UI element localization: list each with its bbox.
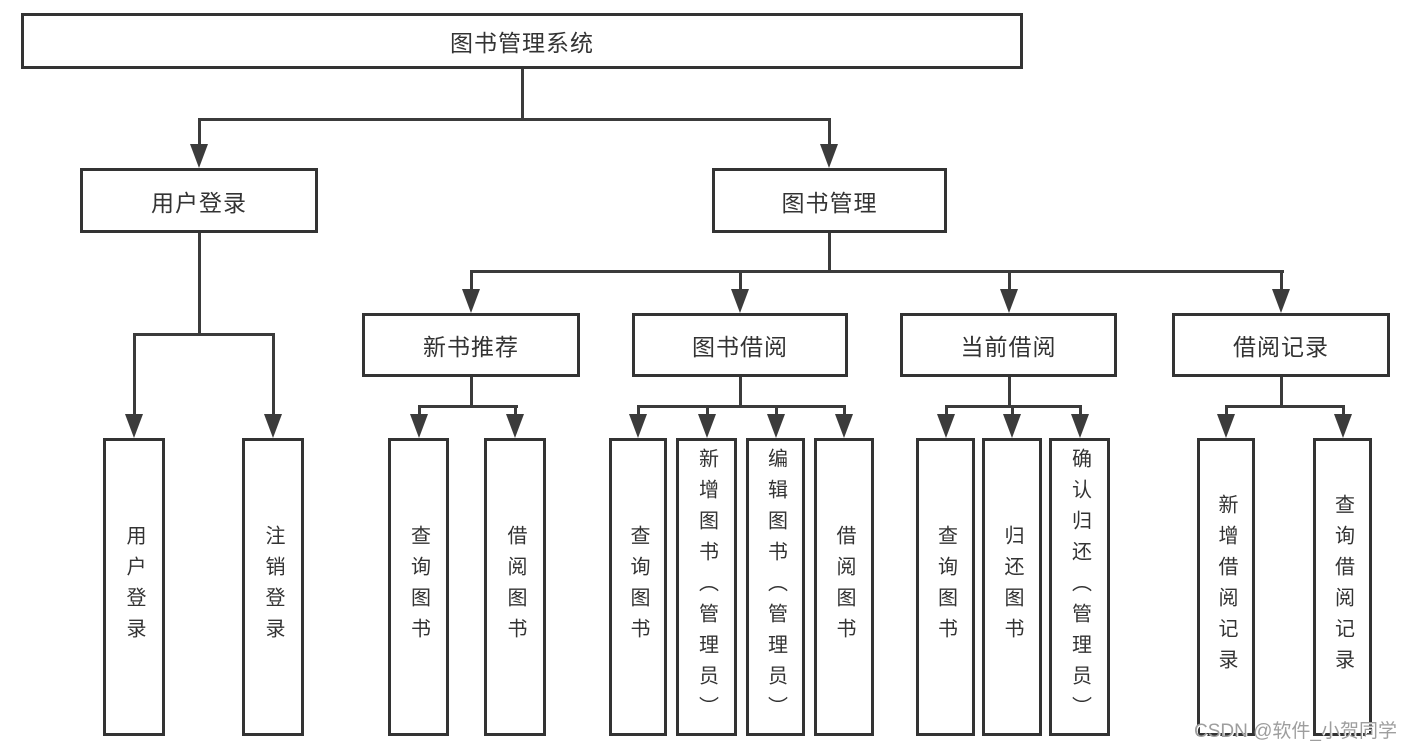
leaf-add-borrowing-record: 新增借阅记录 bbox=[1197, 438, 1255, 736]
connector-stem bbox=[637, 405, 640, 417]
csdn-watermark: CSDN @软件_小贺同学 bbox=[1194, 721, 1397, 742]
arrowhead-icon bbox=[1071, 414, 1089, 438]
connector-level2-split bbox=[198, 118, 831, 121]
connector-stem bbox=[1225, 405, 1228, 417]
arrowhead-icon bbox=[1003, 414, 1021, 438]
connector-stem bbox=[418, 405, 421, 417]
connector-book-management-trunk bbox=[828, 233, 831, 273]
leaf-edit-books-admin: 编辑图书（管理员） bbox=[746, 438, 805, 736]
arrowhead-icon bbox=[1000, 289, 1018, 313]
leaf-return-books: 归还图书 bbox=[982, 438, 1042, 736]
arrowhead-icon bbox=[506, 414, 524, 438]
arrowhead-icon bbox=[1272, 289, 1290, 313]
connector-stem bbox=[470, 270, 473, 292]
connector-split bbox=[1225, 405, 1345, 408]
arrowhead-icon bbox=[410, 414, 428, 438]
connector-trunk bbox=[1280, 377, 1283, 408]
node-borrowing-records: 借阅记录 bbox=[1172, 313, 1390, 377]
arrowhead-icon bbox=[731, 289, 749, 313]
leaf-logout: 注销登录 bbox=[242, 438, 304, 736]
connector-stem bbox=[739, 270, 742, 292]
connector-stem bbox=[1008, 270, 1011, 292]
leaf-query-books: 查询图书 bbox=[916, 438, 975, 736]
arrowhead-icon bbox=[835, 414, 853, 438]
leaf-borrow-books: 借阅图书 bbox=[814, 438, 874, 736]
leaf-user-login: 用户登录 bbox=[103, 438, 165, 736]
connector-level3-split bbox=[470, 270, 1284, 273]
leaf-query-books: 查询图书 bbox=[609, 438, 667, 736]
arrowhead-icon bbox=[264, 414, 282, 438]
arrowhead-icon bbox=[698, 414, 716, 438]
node-book-management: 图书管理 bbox=[712, 168, 947, 233]
connector-stem-user-login bbox=[198, 118, 201, 148]
arrowhead-icon bbox=[1217, 414, 1235, 438]
connector-stem bbox=[1079, 405, 1082, 417]
arrowhead-icon bbox=[462, 289, 480, 313]
node-user-login: 用户登录 bbox=[80, 168, 318, 233]
connector-stem bbox=[272, 333, 275, 418]
connector-stem bbox=[514, 405, 517, 417]
node-library-management-system: 图书管理系统 bbox=[21, 13, 1023, 69]
arrowhead-icon bbox=[937, 414, 955, 438]
leaf-add-books-admin: 新增图书（管理员） bbox=[676, 438, 737, 736]
leaf-query-borrowing-record: 查询借阅记录 bbox=[1313, 438, 1372, 736]
connector-user-login-split bbox=[133, 333, 275, 336]
leaf-query-books: 查询图书 bbox=[388, 438, 449, 736]
arrowhead-icon bbox=[629, 414, 647, 438]
connector-stem bbox=[775, 405, 778, 417]
arrowhead-icon bbox=[820, 144, 838, 168]
connector-root-trunk bbox=[521, 69, 524, 121]
arrowhead-icon bbox=[190, 144, 208, 168]
arrowhead-icon bbox=[125, 414, 143, 438]
node-book-borrowing: 图书借阅 bbox=[632, 313, 848, 377]
connector-stem bbox=[1280, 270, 1283, 292]
node-new-book-recommendation: 新书推荐 bbox=[362, 313, 580, 377]
connector-stem bbox=[945, 405, 948, 417]
connector-trunk bbox=[1008, 377, 1011, 408]
node-current-borrowing: 当前借阅 bbox=[900, 313, 1117, 377]
connector-trunk bbox=[470, 377, 473, 408]
connector-stem bbox=[706, 405, 709, 417]
connector-user-login-trunk bbox=[198, 233, 201, 336]
arrowhead-icon bbox=[1334, 414, 1352, 438]
connector-stem bbox=[1342, 405, 1345, 417]
connector-split bbox=[637, 405, 846, 408]
leaf-confirm-return-admin: 确认归还（管理员） bbox=[1049, 438, 1110, 736]
connector-stem bbox=[1011, 405, 1014, 417]
connector-stem bbox=[133, 333, 136, 418]
connector-trunk bbox=[739, 377, 742, 408]
leaf-borrow-books: 借阅图书 bbox=[484, 438, 546, 736]
arrowhead-icon bbox=[767, 414, 785, 438]
connector-stem bbox=[843, 405, 846, 417]
connector-split bbox=[418, 405, 518, 408]
connector-stem-book-management bbox=[828, 118, 831, 148]
